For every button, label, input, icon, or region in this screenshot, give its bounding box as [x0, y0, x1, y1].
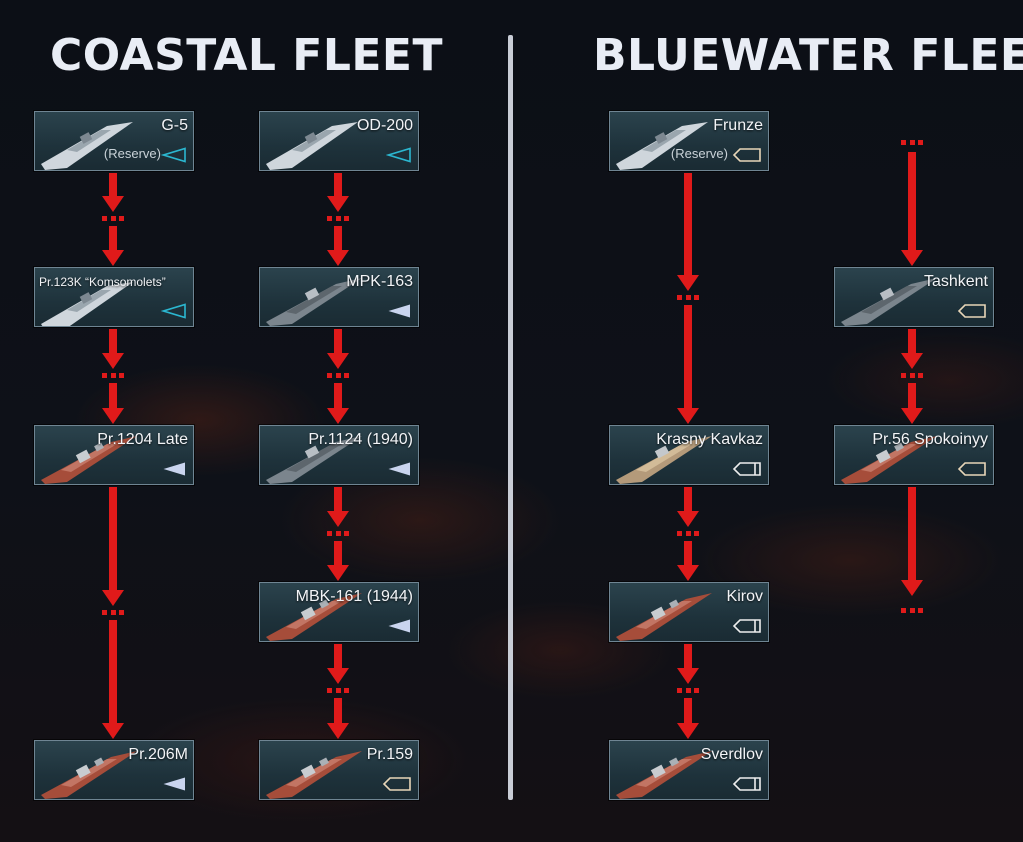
- tech-tree-card-sverdlov[interactable]: Sverdlov: [609, 740, 769, 800]
- arrow-down-icon: [901, 152, 923, 266]
- ship-name: Pr.123K “Komsomolets”: [39, 275, 166, 289]
- arrow-down-icon: [327, 383, 349, 424]
- tech-tree-card-od-200[interactable]: OD-200: [259, 111, 419, 171]
- arrow-down-icon: [102, 329, 124, 369]
- arrow-down-icon: [677, 173, 699, 291]
- arrow-down-icon: [677, 698, 699, 739]
- ship-name: MBK-161 (1944): [295, 588, 413, 605]
- destroyer-icon: [957, 303, 987, 319]
- ellipsis-dots: [901, 608, 923, 613]
- ellipsis-dots: [677, 295, 699, 300]
- tech-tree-card-pr-159[interactable]: Pr.159: [259, 740, 419, 800]
- boat-outline-triangle-icon: [386, 147, 412, 163]
- ship-image: [37, 118, 147, 170]
- ellipsis-dots: [901, 373, 923, 378]
- ship-image: [262, 747, 372, 799]
- arrow-down-icon: [677, 487, 699, 527]
- tech-tree-card-pr-206m[interactable]: Pr.206M: [34, 740, 194, 800]
- fleet-divider: [508, 35, 513, 800]
- ellipsis-dots: [677, 531, 699, 536]
- boat-filled-triangle-icon: [161, 776, 187, 792]
- ship-name: Pr.1204 Late: [97, 431, 188, 448]
- cruiser-icon: [732, 461, 762, 477]
- boat-filled-triangle-icon: [386, 618, 412, 634]
- tech-tree-card-tashkent[interactable]: Tashkent: [834, 267, 994, 327]
- ship-name: Kirov: [726, 588, 763, 605]
- ellipsis-dots: [102, 216, 124, 221]
- cruiser-icon: [732, 618, 762, 634]
- coastal-fleet-heading: COASTAL FLEET: [50, 30, 443, 81]
- ellipsis-dots: [327, 216, 349, 221]
- ship-name: OD-200: [356, 117, 413, 134]
- destroyer-icon: [732, 147, 762, 163]
- tech-tree-card-pr-123k[interactable]: Pr.123K “Komsomolets”: [34, 267, 194, 327]
- arrow-down-icon: [901, 487, 923, 596]
- arrow-down-icon: [327, 226, 349, 266]
- ellipsis-dots: [327, 373, 349, 378]
- ship-name: MPK-163: [346, 273, 413, 290]
- arrow-down-icon: [901, 329, 923, 369]
- ship-name: Pr.1124 (1940): [308, 431, 413, 448]
- ship-name: Pr.56 Spokoinyy: [872, 431, 988, 448]
- tech-tree-card-g-5[interactable]: G-5 (Reserve): [34, 111, 194, 171]
- ship-image: [612, 589, 722, 641]
- reserve-label: (Reserve): [670, 146, 728, 161]
- ship-name: Tashkent: [923, 273, 988, 290]
- boat-filled-triangle-icon: [161, 461, 187, 477]
- destroyer-icon: [957, 461, 987, 477]
- ship-name: Krasny Kavkaz: [656, 431, 763, 448]
- tech-tree-card-frunze[interactable]: Frunze (Reserve): [609, 111, 769, 171]
- arrow-down-icon: [102, 226, 124, 266]
- tech-tree-card-pr-56-spokoinyy[interactable]: Pr.56 Spokoinyy: [834, 425, 994, 485]
- ship-name: G-5: [161, 117, 188, 134]
- ship-name: Pr.206M: [128, 746, 188, 763]
- arrow-down-icon: [327, 541, 349, 581]
- tech-tree-card-krasny-kavkaz[interactable]: Krasny Kavkaz: [609, 425, 769, 485]
- ellipsis-dots: [102, 610, 124, 615]
- boat-outline-triangle-icon: [161, 303, 187, 319]
- ellipsis-dots: [102, 373, 124, 378]
- arrow-down-icon: [677, 541, 699, 581]
- ship-name: Frunze: [713, 117, 763, 134]
- arrow-down-icon: [901, 383, 923, 424]
- ship-image: [612, 118, 722, 170]
- arrow-down-icon: [327, 329, 349, 369]
- arrow-down-icon: [102, 487, 124, 606]
- arrow-down-icon: [102, 173, 124, 212]
- ellipsis-dots: [327, 531, 349, 536]
- ellipsis-dots: [901, 140, 923, 145]
- ellipsis-dots: [327, 688, 349, 693]
- arrow-down-icon: [327, 644, 349, 684]
- arrow-down-icon: [327, 487, 349, 527]
- tech-tree-card-mbk-161-1944[interactable]: MBK-161 (1944): [259, 582, 419, 642]
- arrow-down-icon: [102, 620, 124, 739]
- arrow-down-icon: [102, 383, 124, 424]
- tech-tree-card-pr-1204-late[interactable]: Pr.1204 Late: [34, 425, 194, 485]
- destroyer-icon: [382, 776, 412, 792]
- ship-name: Sverdlov: [700, 746, 763, 763]
- arrow-down-icon: [327, 698, 349, 739]
- boat-filled-triangle-icon: [386, 461, 412, 477]
- tech-tree-card-mpk-163[interactable]: MPK-163: [259, 267, 419, 327]
- tech-tree-card-pr-1124-1940[interactable]: Pr.1124 (1940): [259, 425, 419, 485]
- ellipsis-dots: [677, 688, 699, 693]
- arrow-down-icon: [677, 644, 699, 684]
- ship-image: [262, 118, 372, 170]
- boat-outline-triangle-icon: [161, 147, 187, 163]
- boat-filled-triangle-icon: [386, 303, 412, 319]
- arrow-down-icon: [327, 173, 349, 212]
- tech-tree-card-kirov[interactable]: Kirov: [609, 582, 769, 642]
- bluewater-fleet-heading: BLUEWATER FLEET: [593, 30, 1023, 81]
- arrow-down-icon: [677, 305, 699, 424]
- ship-name: Pr.159: [366, 746, 413, 763]
- reserve-label: (Reserve): [103, 146, 161, 161]
- cruiser-icon: [732, 776, 762, 792]
